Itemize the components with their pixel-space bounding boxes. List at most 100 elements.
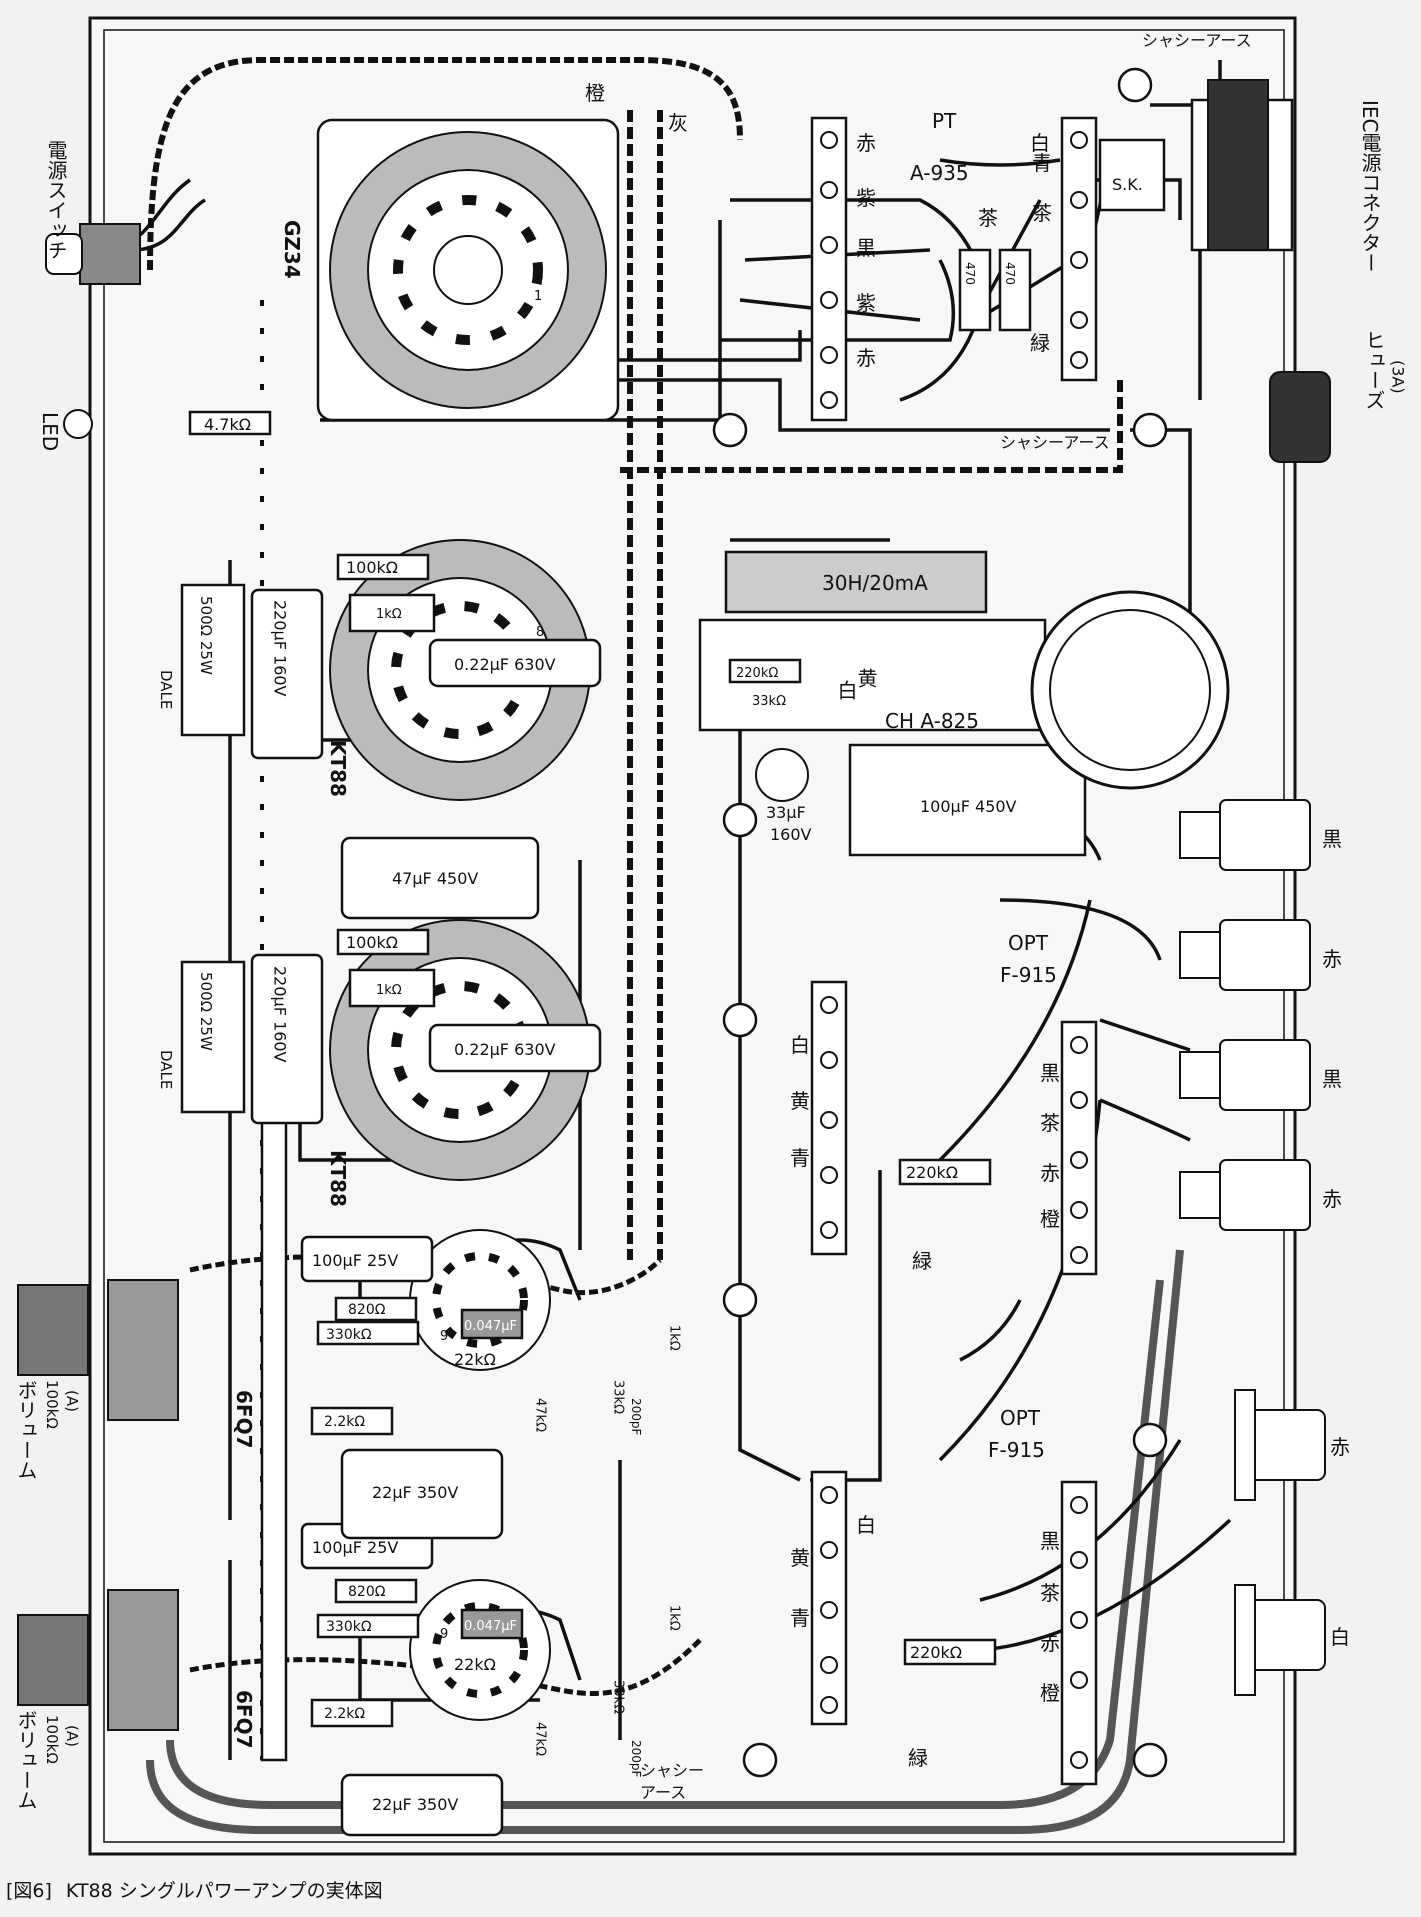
figure-title: KT88 シングルパワーアンプの実体図 (65, 1880, 383, 1902)
dale-1-label: DALE (157, 670, 175, 709)
sp-terminal-2: 赤 (1322, 947, 1342, 971)
opt1-wire-1: 白 (790, 1033, 810, 1057)
heater-twist-1 (147, 57, 743, 271)
opt-1-model-label: F-915 (1000, 963, 1057, 987)
res-470-1-label: 470 (1003, 262, 1017, 285)
pin-8b-label: 8 (536, 625, 544, 640)
choke-model-label: CH A-825 (885, 709, 979, 733)
shield-cable-1 (146, 1249, 1184, 1834)
cap-022-1-label: 0.22µF 630V (454, 655, 556, 674)
heater-twist-4 (620, 380, 1123, 473)
filter-can-inner (1049, 609, 1211, 771)
fuse-label: ヒューズ (1362, 330, 1386, 410)
cap-22-350-1-label: 22µF 350V (372, 1483, 458, 1502)
res-220k-2-label: 220kΩ (906, 1163, 958, 1182)
res-100k-1-label: 100kΩ (346, 558, 398, 577)
opt1-wire-3: 青 (790, 1146, 810, 1170)
res-470-2-label: 470 (963, 262, 977, 285)
res-330k-2-label: 330kΩ (326, 1619, 372, 1635)
speaker-terminals (1179, 799, 1326, 1696)
cap-022-2-label: 0.22µF 630V (454, 1040, 556, 1059)
opt-2-model-label: F-915 (988, 1438, 1045, 1462)
volume-2-label: ボリューム (14, 1710, 38, 1810)
cap-33-label: 33µF (766, 803, 806, 822)
chassis-earth-1-label: シャシーアース (1142, 31, 1252, 50)
pt-wire-8: 茶 (1032, 201, 1052, 225)
chassis-earth-3-label: シャシー (640, 1761, 704, 1780)
cap-220-2-label: 220µF 160V (271, 966, 290, 1063)
chassis-earth-3b-label: アース (640, 1783, 686, 1802)
pin-1-label: 1 (534, 289, 542, 304)
opt1-wire-4: 黒 (1040, 1061, 1060, 1085)
res-220k-1-label: 220kΩ (736, 666, 778, 681)
cap-100-450-label: 100µF 450V (920, 797, 1017, 816)
diagram-svg: 電源スイッチ LED 4.7kΩ GZ34 KT88 KT88 6FQ7 6FQ… (14, 16, 1408, 1856)
res-1k-b-label: 1kΩ (376, 983, 402, 998)
res-47k-1-label: 47kΩ (533, 1398, 548, 1432)
opt1-wire-7: 橙 (1040, 1207, 1060, 1231)
volume-2-taper: (A) (63, 1725, 81, 1747)
power-switch-label: 電源スイッチ (44, 140, 68, 260)
res-33k-2-label: 33kΩ (611, 1380, 626, 1414)
volume-2-value: 100kΩ (43, 1715, 61, 1764)
cap-100-25-2-label: 100µF 25V (312, 1538, 398, 1557)
res-22k-s1-label: 2.2kΩ (324, 1414, 365, 1430)
pt-wire-green: 緑 (1030, 331, 1050, 355)
cap-200p-1-label: 200pF (629, 1398, 643, 1436)
iec-connector-body (1207, 79, 1269, 251)
opt2-wire-6: 赤 (1040, 1631, 1060, 1655)
opt2-wire-3: 青 (790, 1606, 810, 1630)
res-1k-c-label: 1kΩ (667, 1325, 682, 1351)
cap-47-label: 47µF 450V (392, 869, 478, 888)
pt-label: PT (932, 109, 957, 133)
volume-1-taper: (A) (63, 1390, 81, 1412)
pt-wire-5: 赤 (856, 346, 876, 370)
fuse-rating-label: (3A) (1389, 360, 1408, 394)
res-22k-s2-label: 2.2kΩ (324, 1706, 365, 1722)
opt2-wire-2: 黄 (790, 1546, 810, 1570)
res-500-2-label: 500Ω 25W (197, 972, 215, 1051)
kt88-1-label: KT88 (326, 740, 350, 797)
pin-8-label: 8 (532, 265, 540, 280)
terminal-lugs (820, 131, 1088, 1769)
res-22k-2-label: 22kΩ (454, 1655, 496, 1674)
opt-1-label: OPT (1008, 931, 1049, 955)
pt-wire-4: 紫 (856, 291, 876, 315)
figure-caption: [図6] KT88 シングルパワーアンプの実体図 (6, 1876, 397, 1903)
cap-100-25-1-label: 100µF 25V (312, 1251, 398, 1270)
res-33k-3-label: 33kΩ (611, 1680, 626, 1714)
kt88-2-label: KT88 (326, 1150, 350, 1207)
gz34-label: GZ34 (280, 220, 304, 279)
power-switch-lever (45, 233, 83, 275)
labels: 電源スイッチ LED 4.7kΩ GZ34 KT88 KT88 6FQ7 6FQ… (14, 31, 1408, 1814)
input-jack-1: 赤 (1330, 1435, 1350, 1459)
opt1-wire-2: 黄 (790, 1089, 810, 1113)
pt-wire-9: 茶 (978, 206, 998, 230)
volume-1-value: 100kΩ (43, 1380, 61, 1429)
choke-label: 30H/20mA (822, 571, 928, 595)
chassis-earth-2-label: シャシーアース (1000, 433, 1110, 452)
6fq7-socket-2 (409, 1579, 551, 1721)
cap-22-350-2-label: 22µF 350V (372, 1795, 458, 1814)
figure-number: [図6] (6, 1880, 52, 1902)
cap-0047-2-label: 0.047µF (464, 1619, 517, 1634)
opt1-wire-6: 赤 (1040, 1161, 1060, 1185)
parts (180, 98, 1322, 1837)
iec-connector-label: IEC電源コネクター (1358, 100, 1382, 273)
res-820-2-label: 820Ω (348, 1584, 386, 1600)
res-820-1-label: 820Ω (348, 1302, 386, 1318)
led-resistor-label: 4.7kΩ (204, 415, 251, 434)
ch-wire-white: 白 (834, 680, 858, 700)
pt-wire-2: 紫 (856, 186, 876, 210)
res-330k-1-label: 330kΩ (326, 1327, 372, 1343)
opt2-wire-1: 白 (856, 1513, 876, 1537)
power-switch-body (79, 223, 141, 285)
res-47k-2-label: 47kΩ (533, 1722, 548, 1756)
opt2-wire-green: 緑 (908, 1746, 928, 1770)
pin-9-label: 9 (440, 1329, 448, 1344)
volume-1-label: ボリューム (14, 1380, 38, 1480)
volume-pots (17, 1279, 179, 1731)
filter-can (1030, 590, 1230, 790)
ch-wire-yellow: 黄 (854, 668, 878, 688)
